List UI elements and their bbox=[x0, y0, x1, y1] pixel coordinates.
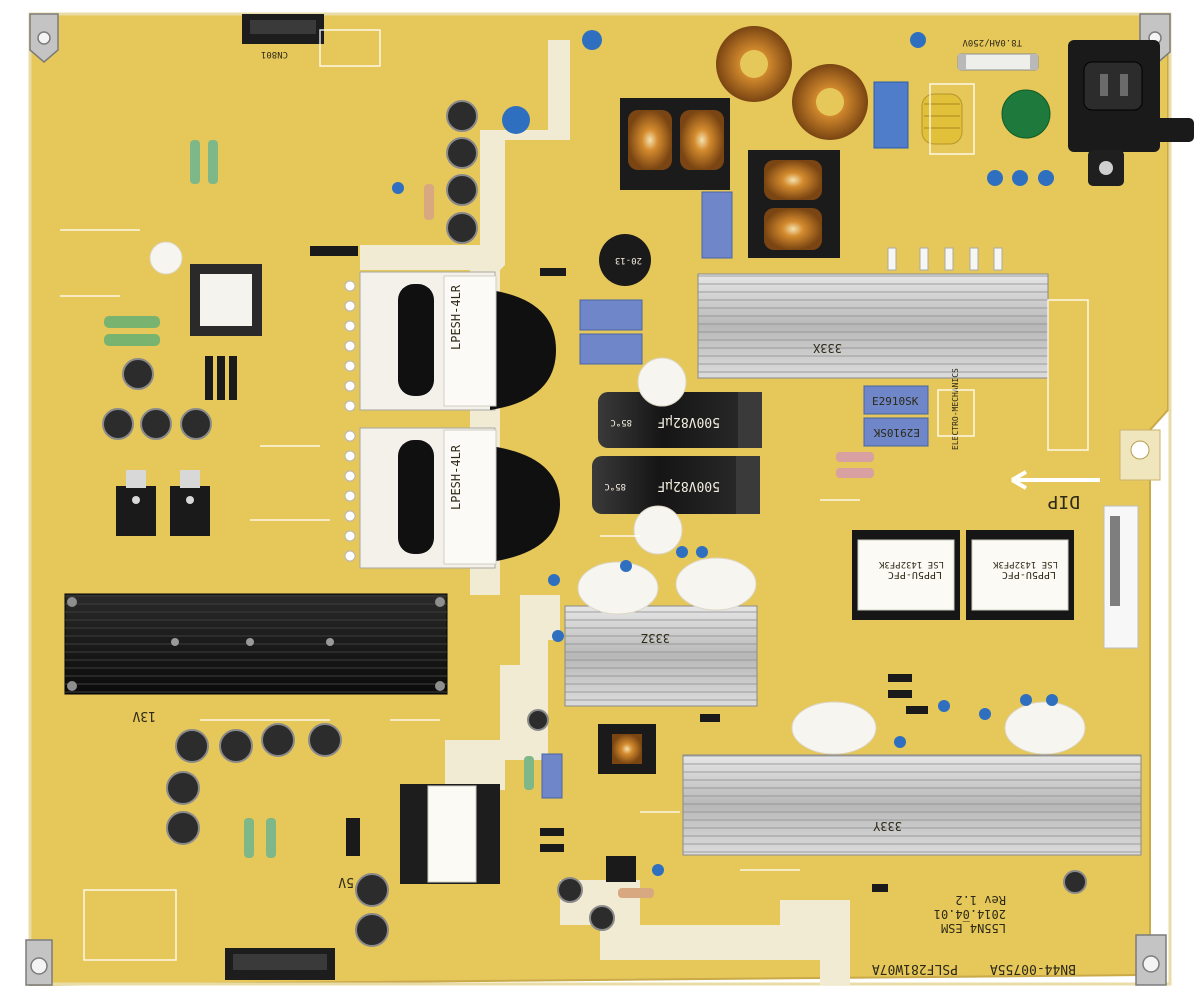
transformer-pins bbox=[344, 280, 356, 562]
glue-blobs bbox=[149, 241, 1086, 755]
llc-2-label: LPESH-4LR bbox=[449, 444, 463, 510]
inductor-small bbox=[598, 724, 656, 774]
heatsink-y-label: 333Y bbox=[872, 819, 902, 833]
dip-arrow bbox=[1011, 470, 1100, 490]
small-electrolytics bbox=[102, 100, 1087, 947]
connector-label: CN801 bbox=[261, 49, 288, 59]
varistor-label: 20-13 bbox=[615, 255, 642, 265]
mounting-tabs bbox=[25, 13, 1171, 986]
bulk-cap-2-value: 500V82µF bbox=[657, 478, 720, 493]
rail-5v: 5V bbox=[338, 874, 354, 889]
ceramic-caps bbox=[392, 30, 1058, 876]
transformer-standby bbox=[190, 264, 262, 336]
common-mode-choke-1 bbox=[620, 98, 730, 190]
toroid-inductors bbox=[716, 26, 868, 140]
heatsink-z: 333Z bbox=[564, 605, 758, 707]
pfc-2-code: LSE 1432PF3K bbox=[992, 559, 1058, 569]
film-cap-label-1: E2910SK bbox=[872, 395, 919, 408]
inductor-yellow bbox=[921, 93, 963, 145]
rail-13v: 13V bbox=[132, 708, 156, 723]
isolation-slot-lower bbox=[560, 880, 850, 985]
film-cap-label-2: E2910SK bbox=[873, 426, 920, 439]
bulk-capacitor-1: 500V82µF 85°C bbox=[598, 392, 762, 448]
rev-line-3: Rev 1.2 bbox=[955, 893, 1006, 907]
bulk-cap-1-temp: 85°C bbox=[610, 417, 632, 427]
heatsink-black bbox=[64, 593, 448, 695]
resistors bbox=[104, 140, 874, 898]
transformer-pfc-1: LPP5U-PFC LSE 1432PF3K bbox=[852, 530, 960, 620]
transformer-llc-1: LPESH-4LR bbox=[359, 271, 556, 411]
fuse-rating: T8.0AH/250V bbox=[962, 37, 1022, 47]
llc-1-label: LPESH-4LR bbox=[449, 284, 463, 350]
model-number: BN44-00755A bbox=[990, 961, 1076, 976]
heatsink-pins bbox=[887, 247, 1003, 271]
varistor-black: 20-13 bbox=[599, 234, 651, 286]
ics-and-diodes bbox=[205, 246, 928, 892]
bulk-cap-1-value: 500V82µF bbox=[657, 414, 720, 429]
serial-sticker bbox=[1103, 505, 1139, 649]
pcb-number: PSLF281W07A bbox=[872, 961, 958, 976]
pfc-1-code: LSE 1432PF3K bbox=[878, 559, 944, 569]
heatsink-x: 333X bbox=[697, 273, 1049, 379]
isolation-slot-main bbox=[360, 40, 570, 790]
mov-green bbox=[1001, 89, 1051, 139]
heatsink-z-label: 333Z bbox=[641, 631, 670, 645]
transformer-llc-2: LPESH-4LR bbox=[359, 427, 560, 569]
pfc-2-label: LPP5U-PFC bbox=[1002, 569, 1056, 580]
common-mode-choke-2 bbox=[748, 150, 840, 258]
silkscreen-outlines bbox=[60, 29, 1089, 961]
pfc-1-label: LPP5U-PFC bbox=[888, 569, 942, 580]
transformer-pfc-2: LPP5U-PFC LSE 1432PF3K bbox=[966, 530, 1074, 620]
fuse: T8.0AH/250V bbox=[957, 37, 1039, 71]
bulk-cap-2-temp: 85°C bbox=[604, 481, 626, 491]
board-connector-top bbox=[242, 14, 324, 44]
bulk-capacitor-2: 500V82µF 85°C bbox=[592, 456, 760, 514]
heatsink-x-label: 333X bbox=[812, 341, 842, 355]
film-caps-blue bbox=[541, 191, 929, 799]
heatsink-y: 333Y bbox=[682, 754, 1142, 856]
side-bracket bbox=[1119, 429, 1161, 481]
rev-line-1: L55N4_ESM bbox=[941, 921, 1006, 935]
regulators bbox=[116, 470, 210, 536]
maker-mark: ELECTRO-MECHANICS bbox=[951, 368, 960, 450]
rev-line-2: 2014.04.01 bbox=[934, 907, 1006, 921]
transformer-small bbox=[400, 784, 500, 884]
revision-block: L55N4_ESM 2014.04.01 Rev 1.2 bbox=[934, 893, 1006, 935]
dip-marking: DIP bbox=[1047, 491, 1080, 512]
x-capacitor bbox=[873, 81, 909, 149]
ac-inlet bbox=[1068, 40, 1194, 186]
board-connector-bottom bbox=[225, 948, 335, 980]
